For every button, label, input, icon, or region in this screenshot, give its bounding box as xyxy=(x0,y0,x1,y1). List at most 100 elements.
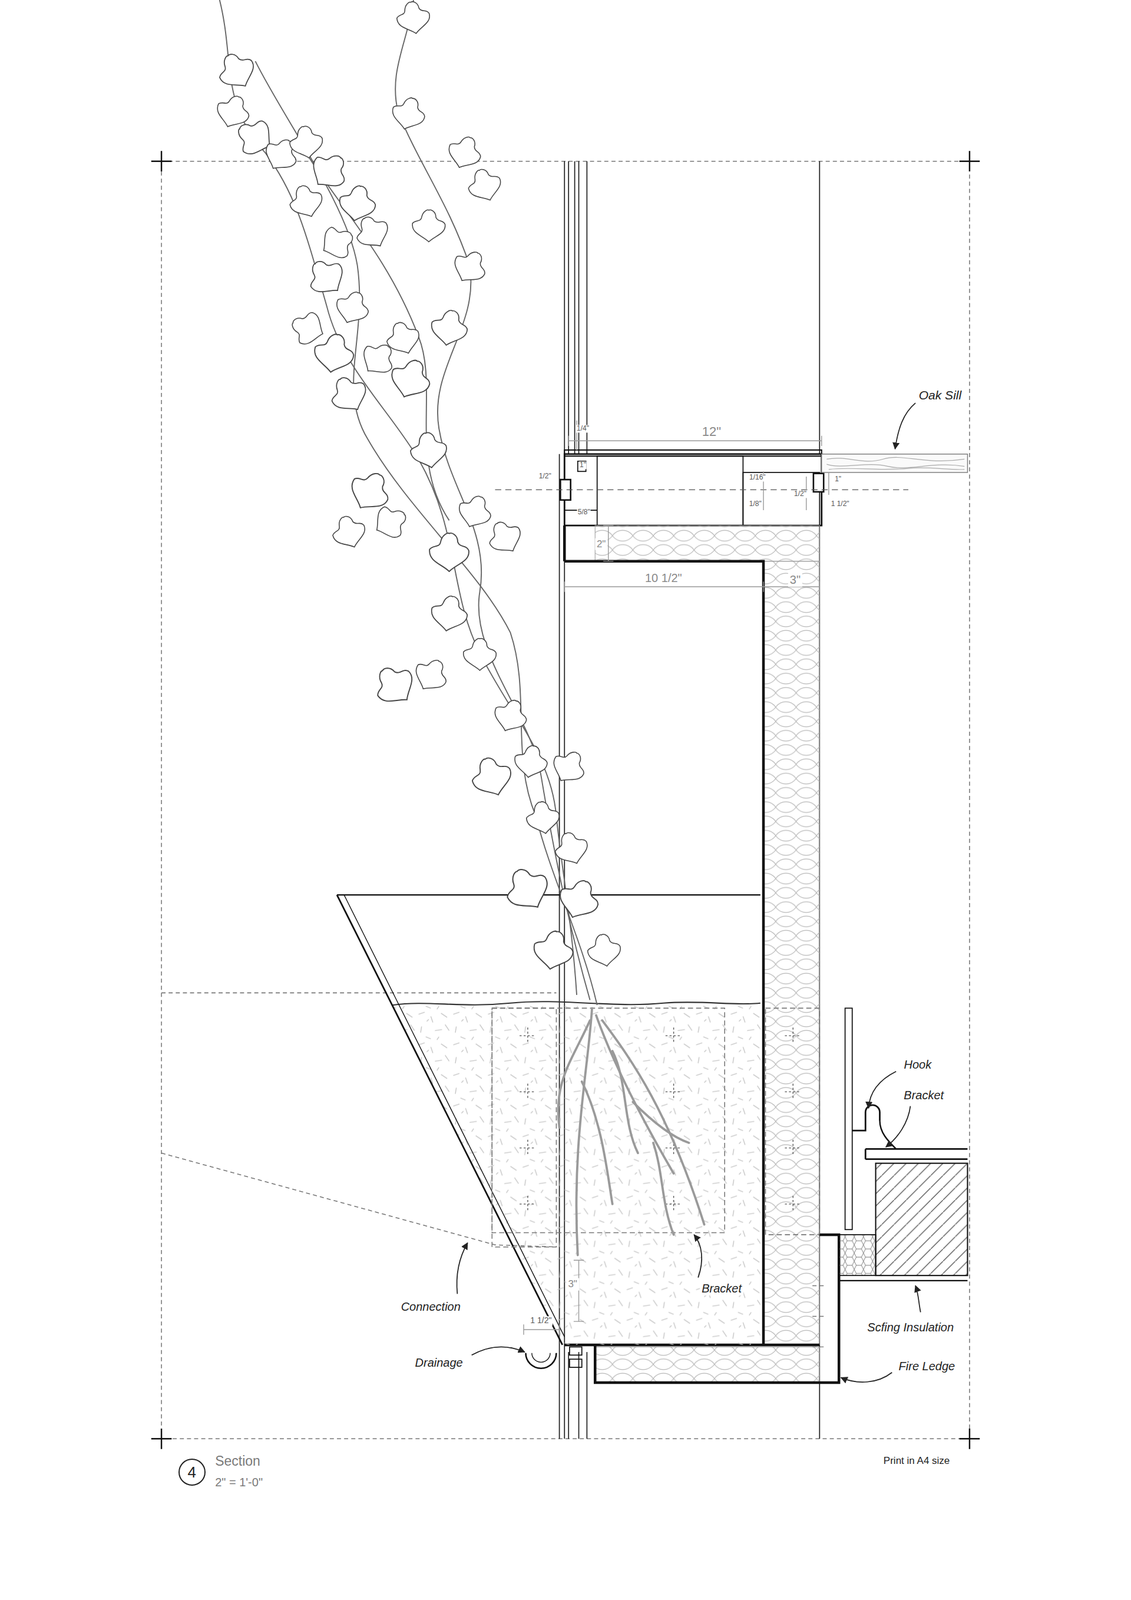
ivy-leaf xyxy=(349,210,395,255)
drawing-part xyxy=(567,1351,570,1439)
drawing-part xyxy=(693,1234,702,1278)
ivy-leaf xyxy=(368,500,413,545)
ivy-leaf xyxy=(511,742,550,780)
ivy-leaf xyxy=(463,638,497,671)
drawing-part xyxy=(564,581,820,592)
drawing-part xyxy=(594,1346,820,1383)
ivy-leaf xyxy=(336,183,379,224)
grid-cross xyxy=(519,1139,537,1157)
drawing-part xyxy=(763,561,820,1345)
drawing-part xyxy=(457,402,921,1382)
drawing-part xyxy=(531,1353,551,1363)
ivy-leaf xyxy=(443,131,486,174)
drawing-part xyxy=(491,1007,725,1233)
drawing-part xyxy=(558,1020,591,1128)
grid-cross xyxy=(784,1027,802,1044)
dimension-label: 3" xyxy=(788,572,803,587)
drawing-part xyxy=(576,420,829,511)
note-label: Section xyxy=(213,1453,263,1470)
drawing-part xyxy=(569,1358,582,1368)
drawing-part xyxy=(959,150,981,172)
drawing-part xyxy=(586,1351,588,1439)
ivy-leaf xyxy=(303,146,355,197)
drawing-part xyxy=(838,1280,968,1282)
ivy-leaf xyxy=(550,827,593,869)
grid-cross xyxy=(784,1195,802,1213)
drawing-part xyxy=(151,150,173,172)
callout-label: Drainage xyxy=(413,1355,465,1370)
drawing-part xyxy=(151,150,981,1449)
dimension-label: 3" xyxy=(566,1278,580,1291)
drawing-part xyxy=(563,525,567,562)
callout-label: Fire Ledge xyxy=(897,1358,958,1374)
drawing-part xyxy=(306,153,450,521)
drawing-part xyxy=(219,0,577,995)
grid-cross xyxy=(665,1027,683,1044)
drawing-part xyxy=(392,1001,761,1005)
drawing-part xyxy=(742,472,820,526)
drawing-part xyxy=(845,1007,853,1230)
drawing-part xyxy=(632,1102,689,1143)
ivy-leaf xyxy=(315,220,360,265)
callout-label: Bracket xyxy=(901,1087,946,1103)
ivy-leaf xyxy=(412,209,446,242)
note-label: Print in A4 size xyxy=(881,1454,952,1467)
drawing-part xyxy=(560,450,824,526)
drawing-part xyxy=(525,1346,582,1368)
drawing-part xyxy=(212,0,623,973)
ivy-leaf xyxy=(382,317,425,359)
drawing-part xyxy=(765,1007,820,1235)
ivy-leaf xyxy=(385,354,436,404)
grid-cross xyxy=(665,1083,683,1101)
ivy-leaf xyxy=(447,245,492,290)
dimension-label: 2" xyxy=(594,537,608,551)
grid-cross xyxy=(519,1195,537,1213)
drawing-part xyxy=(558,1007,705,1255)
drawing-part xyxy=(812,1315,827,1317)
drawing-part xyxy=(151,1428,173,1450)
dimension-label: 1 1/2" xyxy=(830,500,851,508)
ivy-leaf xyxy=(546,744,591,789)
ivy-leaf xyxy=(287,307,329,350)
drawing-part xyxy=(875,1163,968,1276)
drawing-part xyxy=(821,454,968,473)
drawing-part xyxy=(812,1346,827,1348)
note-label: 2" = 1'-0" xyxy=(213,1475,265,1490)
drawing-part xyxy=(653,1142,674,1235)
drawing-part xyxy=(838,1234,876,1276)
ivy-leaf xyxy=(530,927,577,973)
dimension-label: 5/8" xyxy=(577,508,591,517)
drawing-part xyxy=(894,402,916,449)
drawing-part xyxy=(826,457,965,470)
ivy-leaf xyxy=(301,252,352,303)
drawing-part xyxy=(336,894,563,1345)
drawing-part xyxy=(818,161,820,455)
drawing-part xyxy=(219,0,598,1005)
drawing-part xyxy=(564,450,822,456)
ivy-leaf xyxy=(324,369,374,419)
drawing-part xyxy=(494,489,909,491)
drawing-part xyxy=(602,1020,704,1225)
drawing-part xyxy=(519,1027,802,1213)
grid-cross xyxy=(665,1195,683,1213)
drawing-part xyxy=(491,1007,820,1247)
drawing-part xyxy=(826,464,965,468)
ivy-leaf xyxy=(585,931,624,970)
drawing-part xyxy=(336,894,761,896)
callout-label: Oak Sill xyxy=(917,387,964,403)
ivy-leaf xyxy=(498,860,557,918)
drawing-part xyxy=(161,161,970,1440)
drawing-part xyxy=(812,1285,827,1286)
callout-label: Hook xyxy=(901,1057,934,1072)
grid-cross xyxy=(519,1083,537,1101)
dimension-label: 1/4" xyxy=(576,424,590,433)
ivy-leaf xyxy=(428,307,471,349)
drawing-part xyxy=(841,1372,893,1382)
ivy-leaf xyxy=(328,511,370,553)
drawing-part xyxy=(525,1353,557,1369)
drawing-part xyxy=(865,1148,968,1159)
callout-label: Connection xyxy=(399,1299,463,1314)
dimension-label: 1" xyxy=(834,475,842,484)
grid-cross xyxy=(784,1083,802,1101)
